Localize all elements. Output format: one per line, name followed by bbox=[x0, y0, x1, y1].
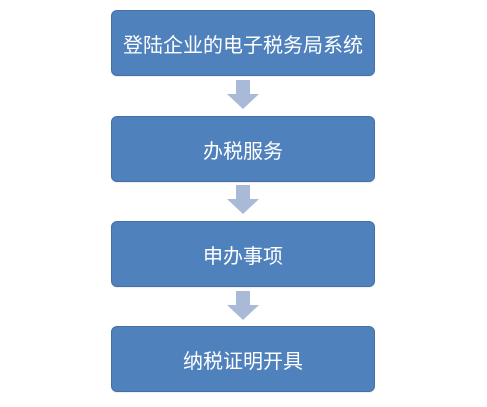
down-arrow-icon bbox=[226, 185, 260, 215]
step-label: 申办事项 bbox=[203, 243, 283, 268]
step-apply-items: 申办事项 bbox=[111, 221, 375, 287]
down-arrow-icon bbox=[226, 80, 260, 110]
down-arrow-icon bbox=[226, 291, 260, 321]
step-tax-services: 办税服务 bbox=[111, 116, 375, 182]
step-login-tax-system: 登陆企业的电子税务局系统 bbox=[111, 10, 375, 76]
step-label: 纳税证明开具 bbox=[183, 348, 303, 373]
step-label: 办税服务 bbox=[203, 138, 283, 163]
step-label: 登陆企业的电子税务局系统 bbox=[123, 32, 363, 57]
step-issue-tax-certificate: 纳税证明开具 bbox=[111, 326, 375, 392]
